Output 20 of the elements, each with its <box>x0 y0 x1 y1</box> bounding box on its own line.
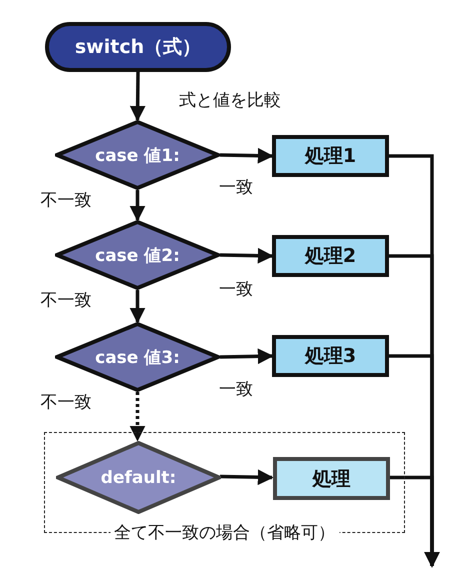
arrow <box>130 290 146 324</box>
arrow <box>220 348 274 364</box>
arrow <box>220 148 274 164</box>
arrow <box>220 248 274 264</box>
arrow <box>389 476 440 568</box>
process-box: 処理3 <box>272 335 389 377</box>
edge-label: 式と値を比較 <box>177 88 283 112</box>
decision-diamond: case 値1: <box>55 120 220 190</box>
process-box: 処理2 <box>272 235 389 277</box>
arrow <box>130 72 146 122</box>
arrow <box>130 392 146 442</box>
arrow <box>220 469 274 486</box>
process-box: 処理 <box>273 457 390 500</box>
group-title: 全て不一致の場合（省略可） <box>110 521 339 544</box>
decision-diamond: case 値2: <box>55 220 220 290</box>
arrow <box>130 190 146 222</box>
process-box: 処理1 <box>272 135 389 177</box>
decision-diamond: case 値3: <box>55 322 220 392</box>
decision-diamond: default: <box>56 441 221 514</box>
start-terminal: switch（式） <box>45 22 231 72</box>
